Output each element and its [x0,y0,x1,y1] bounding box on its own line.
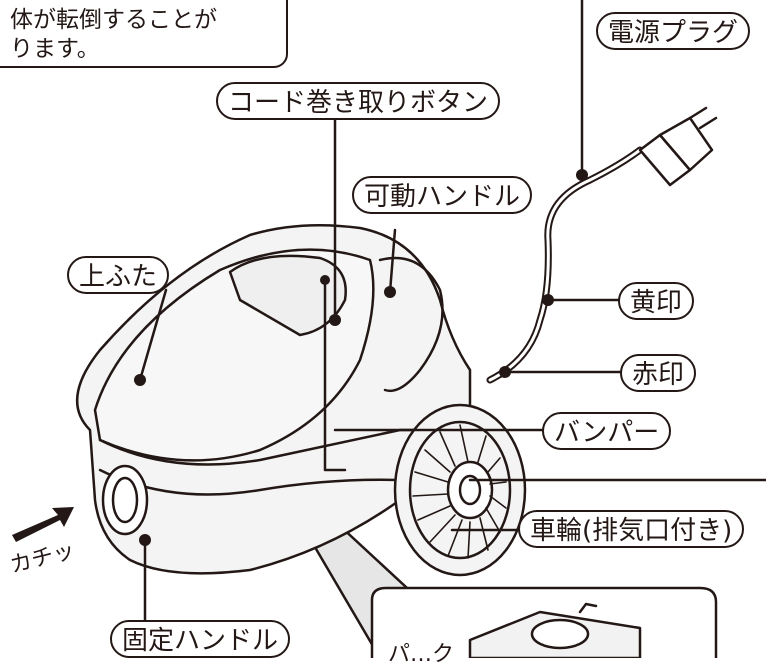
label-top-lid: 上ふた [67,256,170,294]
wheel-vents [412,424,507,559]
note-line-1: 体が転倒することが [10,7,217,33]
inset-partial-text: パ…ク [388,642,455,667]
label-yellow-mark: 黄印 [618,282,695,320]
label-wheel: 車輪(排気口付き) [518,510,745,548]
paper-pack-icon [468,602,642,658]
handle-shape [228,254,347,337]
label-cord-rewind-button: コード巻き取りボタン [216,82,501,120]
push-arrow-icon [12,507,74,542]
label-fixed-handle: 固定ハンドル [110,620,291,658]
label-power-plug: 電源プラグ [596,12,751,50]
label-movable-handle: 可動ハンドル [352,176,533,214]
label-red-mark: 赤印 [620,354,697,392]
plug-shape [638,106,718,187]
warning-note: 体が転倒することが ります。 [0,0,288,68]
fixed-handle-hole [101,464,149,536]
label-bumper: バンパー [542,412,672,450]
note-line-2: ります。 [10,36,100,62]
bumper-shape [98,428,432,466]
